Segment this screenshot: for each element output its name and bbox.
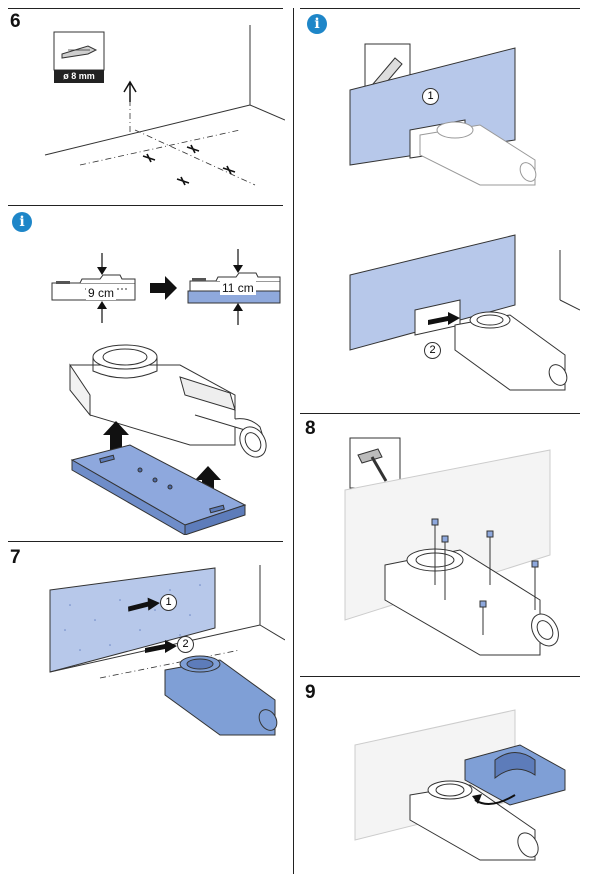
board-with-cutout-2	[349, 234, 516, 351]
drill-bit-icon	[53, 31, 105, 83]
step-6-number: 6	[10, 11, 21, 32]
height-after-label: 11 cm	[220, 281, 256, 295]
blue-cover	[464, 744, 566, 806]
step-8-illustration	[340, 435, 580, 670]
step-6-illustration: ø 8 mm	[40, 20, 286, 200]
info-icon-right: i	[307, 14, 327, 34]
white-trap-4	[409, 780, 539, 861]
step-7-illustration: 1 2	[40, 560, 286, 740]
callout-1-cut: 1	[422, 88, 439, 105]
white-trap-2	[454, 311, 568, 391]
callout-2-insert: 2	[424, 342, 441, 359]
top-rule-left	[8, 8, 283, 9]
info-icon-left: i	[12, 212, 32, 232]
rule-before-step7	[8, 541, 283, 542]
blue-base-plate	[70, 444, 247, 536]
blue-trap	[164, 655, 278, 736]
height-info-illustration: 9 cm 11 cm	[40, 245, 285, 330]
callout-2-step7: 2	[177, 636, 194, 653]
rule-before-info-left	[8, 205, 283, 206]
blue-board	[49, 567, 216, 673]
callout-1-step7: 1	[160, 594, 177, 611]
step-9-illustration	[340, 700, 580, 870]
top-rule-right	[300, 8, 580, 9]
trap-body	[69, 344, 267, 458]
step-7-number: 7	[10, 547, 21, 568]
height-after-diagram	[187, 249, 281, 325]
screws	[431, 518, 539, 635]
insert-trap-illustration: 2	[340, 230, 581, 400]
cut-board-illustration: 1	[340, 40, 580, 200]
trap-and-base-plate-illustration	[60, 335, 280, 536]
hammer-icon	[349, 437, 401, 489]
step-8-number: 8	[305, 418, 316, 439]
drill-size-label: ø 8 mm	[63, 71, 95, 81]
rule-before-step8	[300, 413, 580, 414]
step-9-number: 9	[305, 682, 316, 703]
column-divider	[293, 8, 294, 874]
height-before-label: 9 cm	[86, 286, 117, 300]
rule-before-step9	[300, 676, 580, 677]
